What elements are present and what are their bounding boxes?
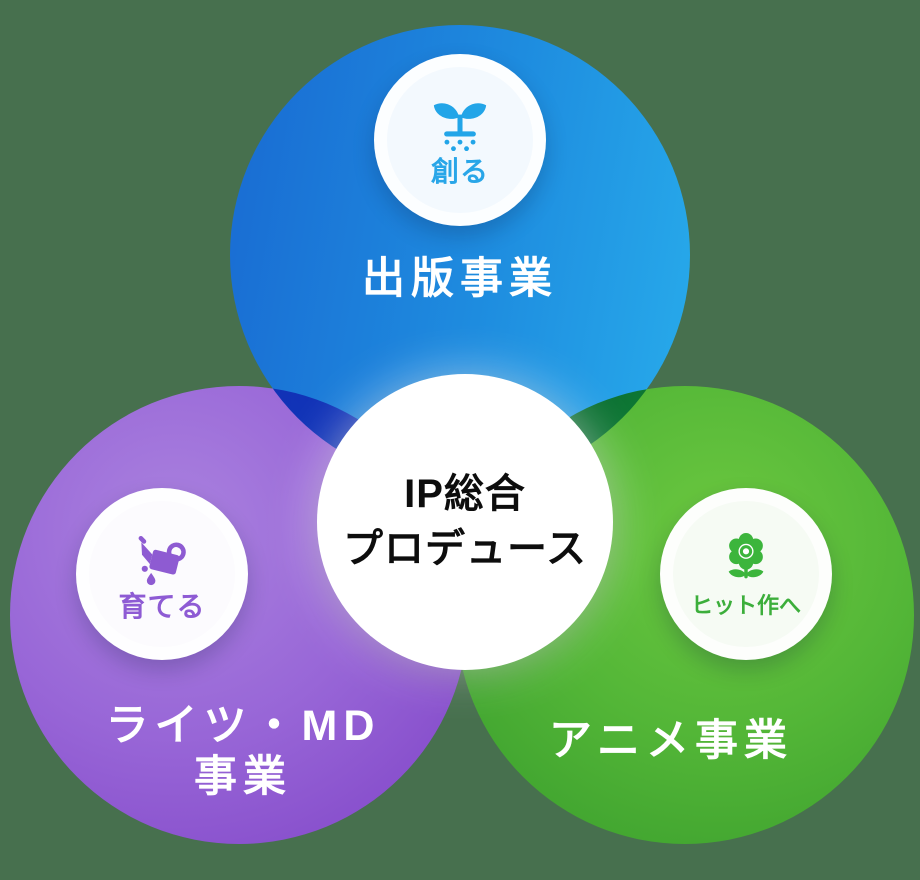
rights-md-label-line1: ライツ・MD [105,702,381,750]
grow-badge-label: 育てる [118,590,206,622]
create-badge: 創る [374,54,546,226]
anime-label: アニメ事業 [548,717,794,765]
center-title-line1: IP総合 [404,471,526,516]
center-ip-produce-circle: IP総合 プロデュース [317,374,613,670]
grow-badge: 育てる [76,488,248,660]
center-title-line2: プロデュース [343,527,587,571]
rights-md-label-line2: 事業 [194,752,292,801]
rights-md-label: ライツ・MD 事業 [10,701,476,802]
hit-badge: ヒット作へ [660,488,832,660]
publishing-label: 出版事業 [362,255,558,303]
watering-can-icon [131,528,193,586]
sprout-icon [430,95,490,151]
create-badge-label: 創る [430,155,489,187]
hit-badge-label: ヒット作へ [690,592,801,618]
flower-icon [719,532,773,588]
